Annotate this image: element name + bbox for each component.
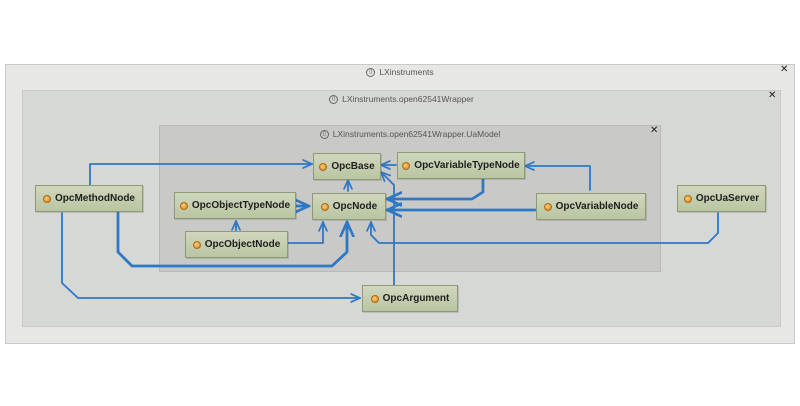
namespace-icon: {} bbox=[319, 130, 329, 140]
class-icon bbox=[370, 294, 379, 303]
namespace-title-inner: {}LXinstruments.open62541Wrapper.UaModel bbox=[160, 129, 660, 140]
edge-variabletypenode-to-node bbox=[387, 177, 485, 199]
class-node-opcbase[interactable]: OpcBase bbox=[313, 153, 381, 180]
class-node-label: OpcMethodNode bbox=[55, 193, 135, 204]
namespace-title-text: LXinstruments.open62541Wrapper.UaModel bbox=[332, 129, 501, 139]
edge-uaserver-to-node bbox=[371, 212, 719, 244]
edge-objectnode-to-node bbox=[287, 222, 323, 244]
class-node-opcargument[interactable]: OpcArgument bbox=[362, 285, 458, 312]
namespace-title-outer: {}LXinstruments bbox=[6, 67, 794, 78]
class-icon bbox=[179, 201, 188, 210]
edge-variablenode-to-variabletypenode bbox=[525, 166, 591, 191]
class-node-opcobjectnode[interactable]: OpcObjectNode bbox=[185, 231, 288, 258]
close-outer-namespace-icon[interactable]: ✕ bbox=[780, 64, 789, 75]
class-icon bbox=[320, 202, 329, 211]
namespace-icon: {} bbox=[329, 95, 339, 105]
class-node-opcnode[interactable]: OpcNode bbox=[312, 193, 386, 220]
class-node-label: OpcBase bbox=[331, 161, 375, 172]
close-middle-namespace-icon[interactable]: ✕ bbox=[768, 90, 777, 101]
class-icon bbox=[192, 240, 201, 249]
class-node-label: OpcObjectNode bbox=[204, 239, 281, 250]
class-node-opcmethodnode[interactable]: OpcMethodNode bbox=[35, 185, 143, 212]
namespace-title-text: LXinstruments bbox=[379, 67, 434, 77]
class-node-label: OpcVariableNode bbox=[555, 201, 639, 212]
class-icon bbox=[319, 162, 328, 171]
namespace-icon: {} bbox=[366, 68, 376, 78]
class-node-opcvariabletypenode[interactable]: OpcVariableTypeNode bbox=[397, 152, 525, 179]
class-icon bbox=[543, 202, 552, 211]
edge-argument-to-base bbox=[381, 172, 395, 286]
edge-methodnode-to-argument bbox=[61, 212, 360, 298]
close-inner-namespace-icon[interactable]: ✕ bbox=[650, 125, 659, 136]
class-node-label: OpcObjectTypeNode bbox=[191, 200, 291, 211]
class-node-label: OpcArgument bbox=[382, 293, 450, 304]
class-icon bbox=[43, 194, 51, 203]
class-icon bbox=[683, 194, 692, 203]
edge-methodnode-to-base bbox=[89, 164, 312, 186]
class-node-opcvariablenode[interactable]: OpcVariableNode bbox=[536, 193, 646, 220]
class-node-label: OpcUaServer bbox=[695, 193, 760, 204]
namespace-title-text: LXinstruments.open62541Wrapper bbox=[342, 94, 474, 104]
edge-methodnode-to-node bbox=[116, 211, 347, 268]
class-node-opcuaserver[interactable]: OpcUaServer bbox=[677, 185, 766, 212]
class-node-opcobjecttypenode[interactable]: OpcObjectTypeNode bbox=[174, 192, 296, 219]
class-node-label: OpcVariableTypeNode bbox=[414, 160, 520, 171]
namespace-title-middle: {}LXinstruments.open62541Wrapper bbox=[23, 94, 780, 105]
class-icon bbox=[402, 161, 411, 170]
class-node-label: OpcNode bbox=[332, 201, 378, 212]
